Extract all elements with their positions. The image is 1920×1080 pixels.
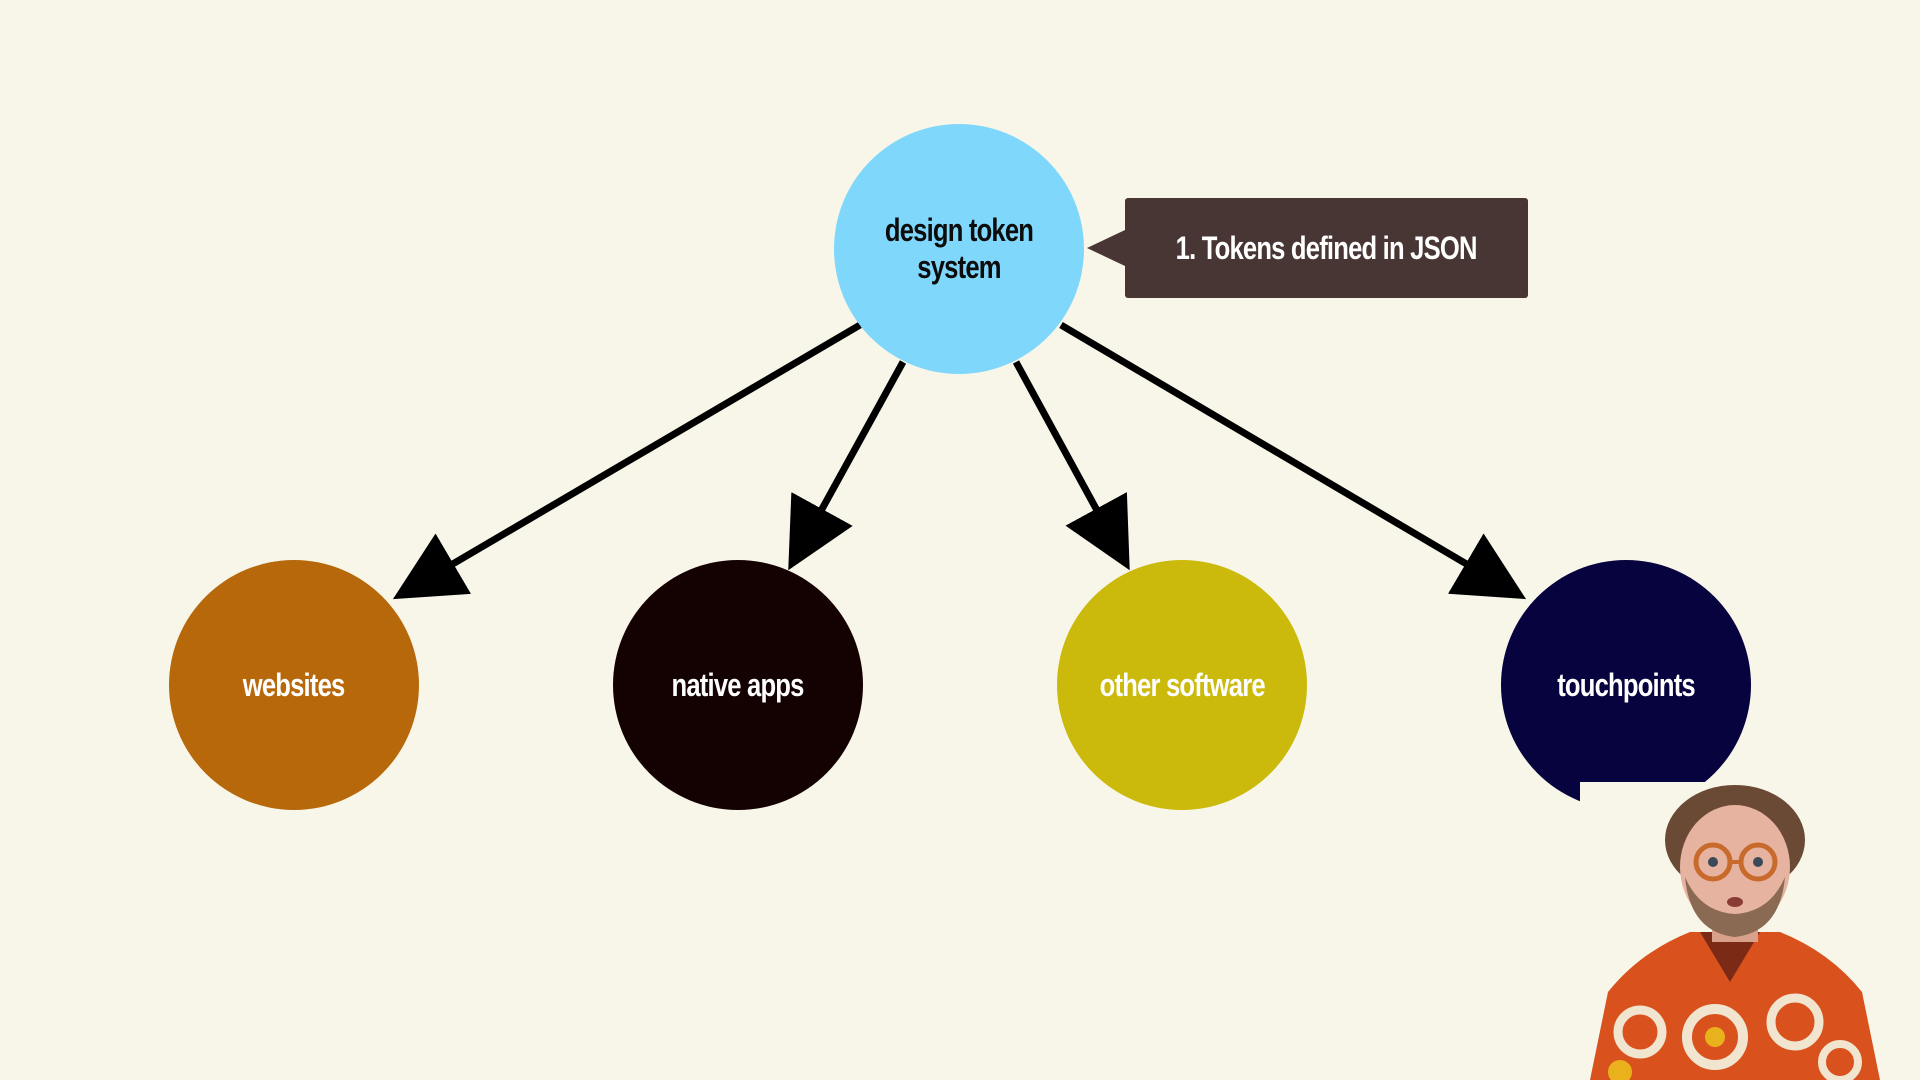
node-other-software: other software xyxy=(1057,560,1307,810)
node-label: design token system xyxy=(884,212,1034,285)
node-native-apps: native apps xyxy=(613,560,863,810)
node-label: touchpoints xyxy=(1557,666,1695,703)
node-label: other software xyxy=(1099,666,1265,703)
arrow-to-native-apps xyxy=(788,360,907,571)
arrow-to-other-software xyxy=(1012,360,1130,571)
node-touchpoints: touchpoints xyxy=(1501,560,1751,810)
arrow-to-websites xyxy=(392,321,862,600)
node-websites: websites xyxy=(169,560,419,810)
callout-label: 1. Tokens defined in JSON xyxy=(1175,229,1478,266)
callout-tokens-defined: 1. Tokens defined in JSON xyxy=(1087,198,1528,298)
node-design-token-system: design token system xyxy=(834,124,1084,374)
arrow-to-touchpoints xyxy=(1059,321,1527,600)
node-label: websites xyxy=(243,666,346,703)
person-icon xyxy=(1580,782,1890,1080)
node-label: native apps xyxy=(671,666,805,703)
presenter-webcam-thumbnail xyxy=(1580,782,1890,1080)
